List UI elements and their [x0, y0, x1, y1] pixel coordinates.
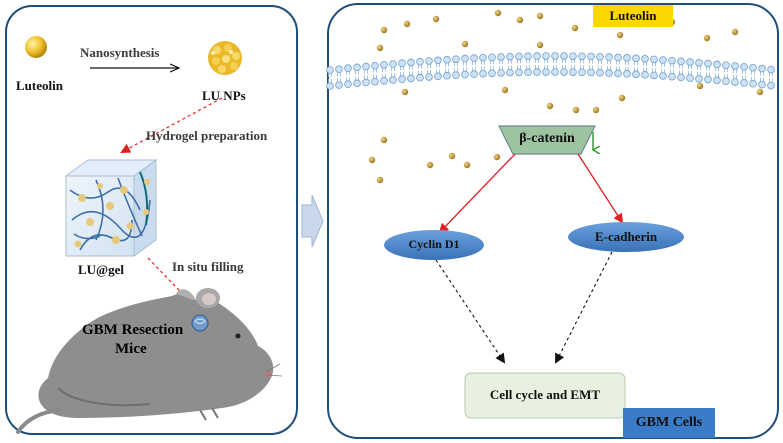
e-cadherin-node: [568, 222, 684, 252]
mice-label-line2: Mice: [115, 341, 147, 357]
panel-transition-arrow: [301, 194, 324, 248]
beta-catenin-label: β-catenin: [519, 131, 575, 146]
luteolin-particle: [448, 152, 456, 160]
luteolin-particle: [376, 44, 384, 52]
luteolin-particle: [703, 34, 711, 42]
luteolin-particle: [756, 88, 764, 96]
luteolin-particle: [592, 106, 600, 114]
in-situ-filling-label: In situ filling: [172, 259, 244, 274]
gbm-cells-label: GBM Cells: [635, 415, 703, 430]
luteolin-particle: [731, 28, 739, 36]
luteolin-particle: [516, 16, 524, 24]
luteolin-particle: [368, 156, 376, 164]
cyclin-d1-node: [384, 230, 484, 260]
luteolin-particle: [376, 176, 384, 184]
outcome-box: [464, 372, 626, 419]
mouse-icon: [16, 288, 283, 434]
lu-nps-icon: [208, 41, 242, 75]
luteolin-particle: [426, 161, 434, 169]
hydrogel-prep-label: Hydrogel preparation: [146, 128, 268, 143]
right-panel: [327, 3, 779, 439]
luteolin-particle: [380, 136, 388, 144]
luteolin-particle: [380, 26, 388, 34]
luteolin-particle: [536, 12, 544, 20]
luteolin-particles: [368, 9, 764, 184]
luteolin-tag-label: Luteolin: [609, 8, 657, 23]
lu-gel-label: LU@gel: [78, 262, 125, 277]
arrow-ecadherin-to-outcome: [555, 251, 613, 364]
luteolin-particle: [493, 153, 501, 161]
luteolin-particle: [618, 94, 626, 102]
luteolin-particle: [546, 102, 554, 110]
outcome-label: Cell cycle and EMT: [489, 387, 601, 402]
luteolin-particle: [494, 9, 502, 17]
luteolin-particle: [616, 31, 624, 39]
luteolin-particle: [401, 88, 409, 96]
cyclin-d1-label: Cyclin D1: [408, 237, 460, 251]
arrow-to-cyclin: [438, 153, 516, 234]
mice-label-line1: GBM Resection: [82, 322, 184, 338]
luteolin-particle: [463, 161, 471, 169]
luteolin-particle: [432, 15, 440, 23]
luteolin-particle: [572, 106, 580, 114]
arrow-cyclin-to-outcome: [435, 259, 506, 364]
luteolin-molecule-icon: [25, 36, 47, 58]
luteolin-tag: [593, 5, 673, 27]
beta-catenin-shape: [498, 125, 596, 155]
e-cadherin-label: E-cadherin: [594, 229, 658, 244]
luteolin-particle: [501, 86, 509, 94]
cell-membrane: [326, 52, 775, 90]
arrow-to-ecadherin: [577, 153, 624, 224]
luteolin-particle: [461, 40, 469, 48]
luteolin-particle: [696, 82, 704, 90]
luteolin-particle: [571, 24, 579, 32]
luteolin-label: Luteolin: [16, 78, 63, 93]
nanosynthesis-label: Nanosynthesis: [80, 45, 160, 60]
lu-nps-label: LU NPs: [202, 88, 246, 103]
hydrogel-prep-arrow: [120, 97, 223, 153]
hydrogel-cube-icon: [64, 159, 158, 257]
gbm-cells-tag: [623, 408, 715, 438]
luteolin-particle: [403, 20, 411, 28]
luteolin-particle: [536, 41, 544, 49]
